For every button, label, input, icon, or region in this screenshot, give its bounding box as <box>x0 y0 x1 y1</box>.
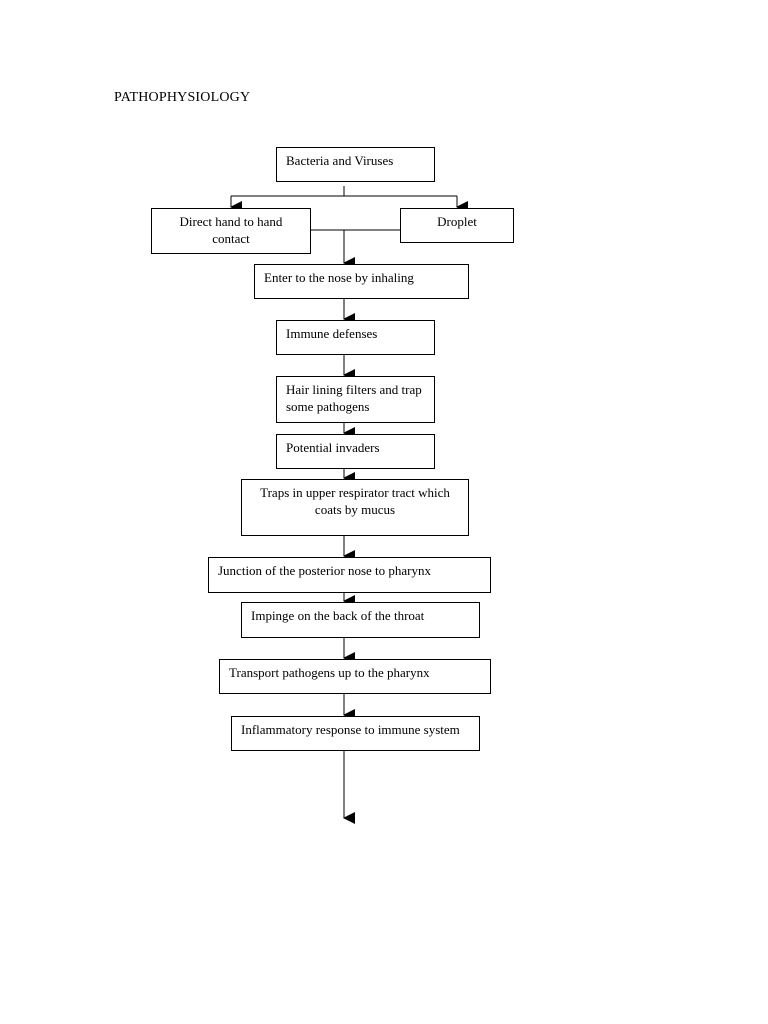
node-hair-lining: Hair lining filters and trap some pathog… <box>276 376 435 423</box>
node-direct-hand-contact: Direct hand to hand contact <box>151 208 311 254</box>
node-inflammatory-response: Inflammatory response to immune system <box>231 716 480 751</box>
node-potential-invaders: Potential invaders <box>276 434 435 469</box>
node-enter-nose: Enter to the nose by inhaling <box>254 264 469 299</box>
node-droplet: Droplet <box>400 208 514 243</box>
node-impinge-throat: Impinge on the back of the throat <box>241 602 480 638</box>
node-junction-nose-pharynx: Junction of the posterior nose to pharyn… <box>208 557 491 593</box>
node-transport-pathogens: Transport pathogens up to the pharynx <box>219 659 491 694</box>
node-bacteria-and-viruses: Bacteria and Viruses <box>276 147 435 182</box>
node-traps-upper-tract: Traps in upper respirator tract which co… <box>241 479 469 536</box>
page-title: PATHOPHYSIOLOGY <box>114 90 251 105</box>
node-immune-defenses: Immune defenses <box>276 320 435 355</box>
